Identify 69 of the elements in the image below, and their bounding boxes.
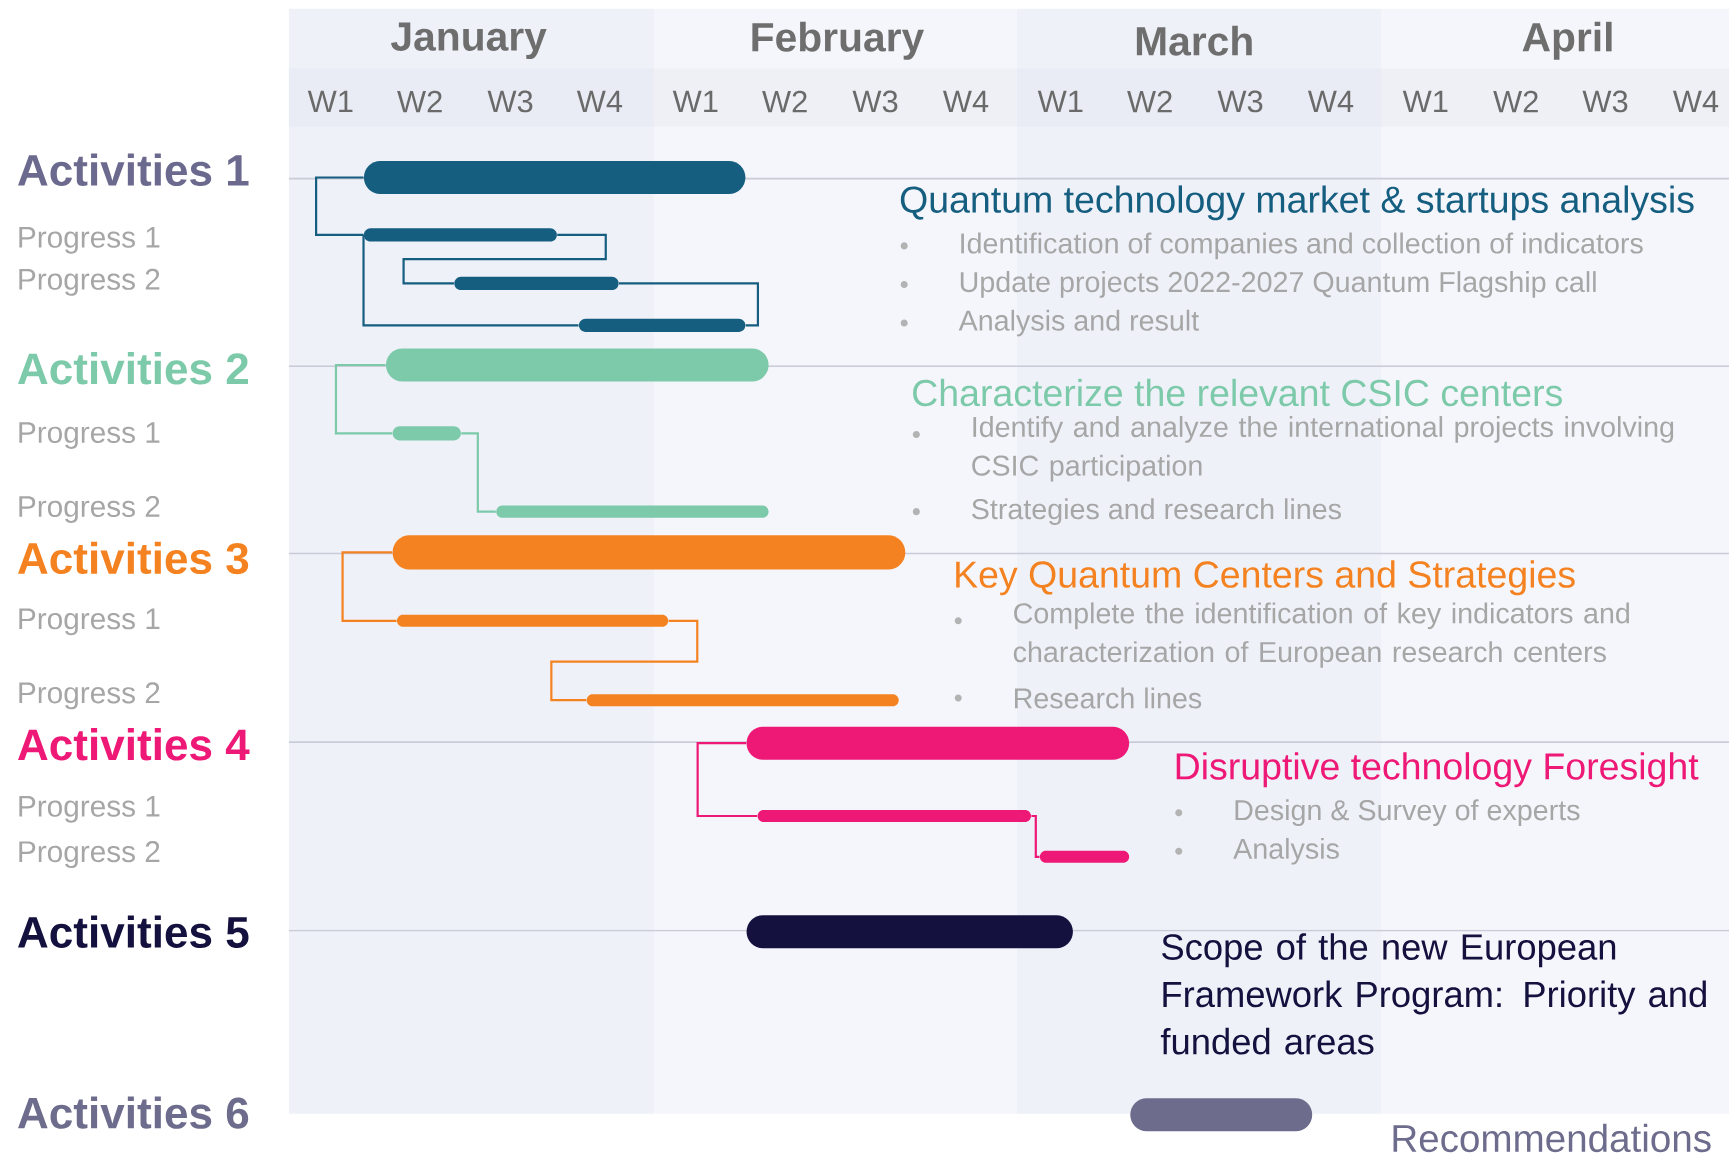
week-label: W1 — [307, 90, 353, 113]
activity-label: Activities 2 — [18, 352, 248, 385]
week-label: W4 — [576, 90, 623, 113]
task-title: Characterize the relevant CSIC centers — [913, 378, 1562, 407]
task-item: Update projects 2022-2027 Quantum Flagship call — [960, 271, 1596, 298]
gantt-bar — [586, 694, 899, 707]
task-item: Analysis — [1233, 838, 1339, 865]
gantt-bar — [746, 726, 1130, 760]
progress-label: Progress 2 — [19, 496, 160, 524]
gantt-bar — [1130, 1098, 1313, 1132]
connector-line — [550, 619, 699, 702]
activity-label: Activities 1 — [18, 153, 249, 187]
connector-line — [362, 235, 579, 327]
connector-line — [402, 233, 607, 285]
week-label: W2 — [1493, 90, 1538, 113]
task-title: Key Quantum Centers and Strategies — [956, 560, 1575, 596]
month-label: April — [1522, 21, 1612, 60]
week-label: W3 — [1582, 90, 1628, 113]
milestone-label: Recommendations — [1393, 1123, 1711, 1153]
progress-label: Progress 1 — [19, 796, 160, 823]
connector-line — [334, 364, 393, 435]
week-label: W4 — [1307, 90, 1354, 113]
gantt-bar — [363, 161, 746, 195]
activity-label: Activities 3 — [18, 541, 249, 575]
activity-label: Activities 5 — [18, 915, 249, 949]
connector-line — [461, 432, 496, 513]
week-label: W2 — [762, 90, 807, 113]
month-label: March — [1136, 25, 1252, 56]
progress-label: Progress 1 — [19, 608, 160, 636]
week-label: W4 — [1672, 90, 1719, 113]
connector-line — [315, 176, 364, 237]
task-item: Design & Survey of experts — [1235, 799, 1580, 827]
task-title: Quantum technology market & startups analysis — [900, 185, 1694, 221]
progress-label: Progress 2 — [19, 682, 160, 710]
task-description: Scope of the new European Framework Program: Priority and funded areas — [1160, 933, 1706, 1055]
task-title: Disruptive technology Foresight — [1176, 752, 1699, 788]
task-item: Research lines — [1015, 687, 1202, 709]
week-label: W3 — [852, 90, 898, 113]
week-label: W1 — [1402, 90, 1448, 113]
connector-line — [696, 742, 758, 818]
gantt-bar — [363, 228, 557, 242]
connector-line — [1031, 815, 1040, 859]
gantt-bar — [392, 535, 906, 570]
week-label: W3 — [1217, 90, 1263, 113]
progress-label: Progress 1 — [19, 422, 160, 449]
gantt-bar — [385, 348, 769, 382]
task-item: Identify and analyze the international projects involving CSIC participation — [972, 416, 1674, 482]
activity-label: Activities 4 — [18, 728, 250, 761]
task-item: Analysis and result — [958, 309, 1199, 337]
month-label: February — [752, 21, 924, 60]
task-item: Identification of companies and collection of indicators — [961, 232, 1643, 260]
activity-label: Activities 6 — [18, 1096, 249, 1129]
week-label: W2 — [1127, 90, 1172, 113]
gantt-bar — [757, 810, 1031, 823]
week-label: W2 — [397, 90, 442, 113]
task-item: Strategies and research lines — [972, 498, 1341, 526]
week-label: W1 — [1037, 90, 1083, 113]
connector-line — [341, 551, 397, 623]
progress-label: Progress 2 — [19, 841, 160, 869]
month-label: January — [391, 22, 547, 60]
week-label: W1 — [672, 90, 718, 113]
gantt-bar — [392, 426, 461, 441]
gantt-bar — [746, 915, 1073, 949]
connector-line — [619, 282, 760, 327]
week-label: W4 — [942, 90, 989, 113]
task-item: Complete the identification of key indicators and characterization of European research centers — [1013, 602, 1629, 668]
week-label: W3 — [487, 90, 533, 113]
progress-label: Progress 1 — [19, 227, 160, 254]
progress-label: Progress 2 — [19, 268, 160, 296]
